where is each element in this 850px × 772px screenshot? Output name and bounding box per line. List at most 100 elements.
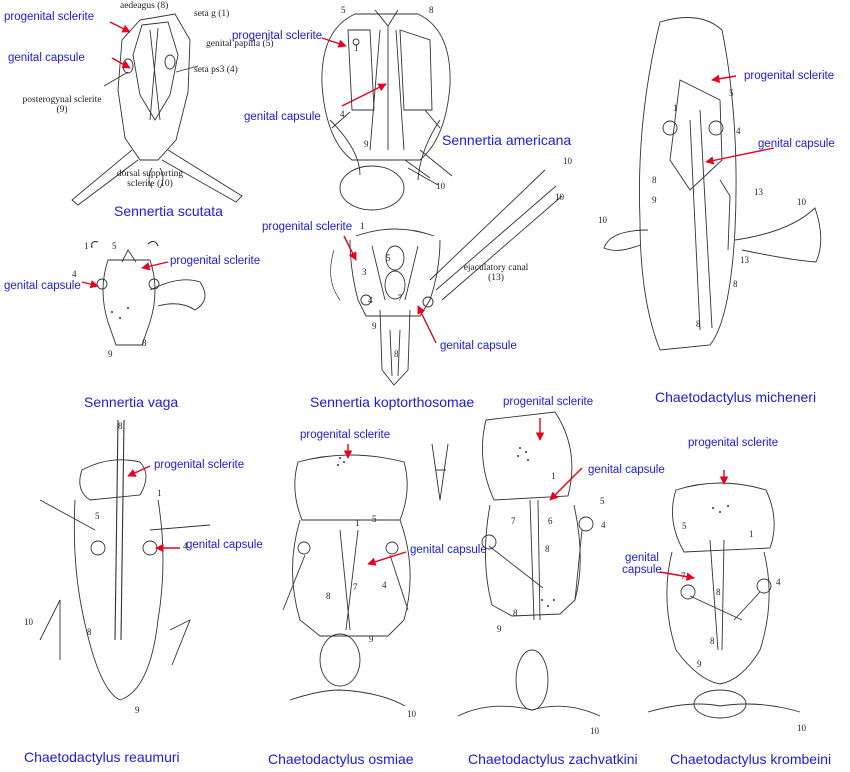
- part-number: 1: [360, 221, 365, 231]
- part-number: 9: [135, 705, 140, 715]
- label-genital-capsule: genital capsule: [244, 111, 321, 123]
- part-number: 10: [24, 617, 33, 627]
- drawing-chaetodactylus-reaumuri: [39, 419, 211, 701]
- drawing-chaetodactylus-osmiae: [282, 443, 449, 707]
- label-genital-capsule: genital capsule: [4, 280, 81, 292]
- part-number: 8: [394, 349, 399, 359]
- label-progenital-sclerite: progenital sclerite: [503, 396, 594, 408]
- label-genital-capsule: genital capsule: [8, 52, 85, 64]
- part-number: 8: [710, 636, 715, 646]
- part-number: 5: [95, 511, 100, 521]
- label-seta-ps3: seta ps3 (4): [194, 65, 238, 75]
- label-progenital-sclerite: progenital sclerite: [300, 429, 391, 441]
- label-genital-capsule: genital capsule: [440, 340, 517, 352]
- part-number: 8: [696, 319, 701, 329]
- part-number: 8: [142, 338, 147, 348]
- part-number: 4: [736, 126, 741, 136]
- drawing-sennertia-scutata: [71, 13, 243, 206]
- species-name: Chaetodactylus zachvatkini: [468, 751, 638, 767]
- drawing-sennertia-koptorthosomae: [330, 169, 563, 386]
- part-number: 1: [84, 241, 89, 251]
- species-name: Sennertia scutata: [114, 203, 223, 219]
- label-genital-capsule: genital capsule: [622, 552, 662, 576]
- species-name: Sennertia vaga: [84, 394, 179, 410]
- species-name: Sennertia americana: [442, 132, 572, 148]
- part-number: 9: [369, 634, 374, 644]
- label-progenital-sclerite: progenital sclerite: [744, 70, 835, 82]
- label-genital-papilla: genital papilla (5): [206, 39, 274, 49]
- part-number: 4: [368, 295, 373, 305]
- part-number: 9: [697, 659, 702, 669]
- pointer-arrows: [81, 21, 775, 581]
- part-number: 8: [326, 591, 331, 601]
- part-number: 4: [382, 580, 387, 590]
- part-number: 5: [341, 5, 346, 15]
- species-name: Sennertia koptorthosomae: [310, 394, 475, 410]
- part-number: 5: [386, 253, 391, 263]
- label-dorsal-supporting-sclerite: dorsal supporting sclerite (10): [116, 169, 184, 189]
- part-number: 5: [600, 496, 605, 506]
- part-number: 1: [354, 43, 359, 53]
- label-progenital-sclerite: progenital sclerite: [688, 437, 779, 449]
- part-number: 9: [652, 195, 657, 205]
- drawing-chaetodactylus-krombeini: [647, 482, 801, 719]
- part-number: 10: [797, 723, 806, 733]
- part-number: 10: [563, 156, 572, 166]
- label-genital-capsule: genital capsule: [186, 539, 263, 551]
- species-name: Chaetodactylus osmiae: [268, 751, 414, 767]
- part-number: 7: [681, 571, 686, 581]
- part-number: 10: [407, 709, 416, 719]
- part-number: 5: [729, 88, 734, 98]
- part-number: 8: [545, 544, 550, 554]
- part-number: 9: [108, 349, 113, 359]
- label-progenital-sclerite: progenital sclerite: [262, 221, 353, 233]
- part-number: 9: [364, 139, 369, 149]
- part-number: 4: [776, 577, 781, 587]
- part-number: 4: [601, 520, 606, 530]
- part-number: 4: [340, 109, 345, 119]
- part-number: 13: [740, 255, 749, 265]
- part-number: 13: [754, 187, 763, 197]
- label-genital-capsule: genital capsule: [410, 544, 487, 556]
- label-genital-capsule: genital capsule: [588, 464, 665, 476]
- part-number: 3: [362, 267, 367, 277]
- label-progenital-sclerite: progenital sclerite: [170, 255, 261, 267]
- part-number: 8: [513, 608, 518, 618]
- part-number: 10: [797, 197, 806, 207]
- label-genital-capsule: genital capsule: [758, 138, 835, 150]
- label-progenital-sclerite: progenital sclerite: [154, 459, 245, 471]
- stipple-dots: [111, 307, 729, 607]
- part-number: 7: [398, 293, 403, 303]
- part-number: 10: [598, 215, 607, 225]
- part-number: 1: [749, 529, 754, 539]
- part-number: 8: [733, 279, 738, 289]
- part-number: 7: [511, 516, 516, 526]
- part-number: 1: [355, 518, 360, 528]
- part-number: 9: [372, 321, 377, 331]
- drawing-chaetodactylus-micheneri: [603, 17, 822, 351]
- label-progenital-sclerite: progenital sclerite: [4, 11, 95, 23]
- label-ejaculatory-canal: ejaculatory canal (13): [463, 263, 529, 283]
- part-number: 5: [112, 241, 117, 251]
- part-number: 6: [548, 516, 553, 526]
- label-progenital-sclerite: progenital sclerite: [232, 30, 323, 42]
- label-seta-g: seta g (1): [194, 9, 230, 19]
- part-number: 7: [353, 582, 358, 592]
- part-number: 8: [118, 421, 123, 431]
- part-number: 10: [590, 726, 599, 736]
- drawing-sennertia-americana: [321, 9, 453, 211]
- drawing-chaetodactylus-zachvatkini: [457, 411, 601, 717]
- part-number: 8: [429, 5, 434, 15]
- label-aedeagus: aedeagus (8): [120, 1, 169, 11]
- label-posterogynal-sclerite: posterogynal sclerite (9): [22, 95, 102, 115]
- species-name: Chaetodactylus micheneri: [655, 389, 817, 405]
- part-number: 10: [436, 181, 445, 191]
- species-name: Chaetodactylus krombeini: [670, 751, 832, 767]
- part-number: 8: [87, 627, 92, 637]
- part-number: 8: [652, 175, 657, 185]
- part-number: 1: [157, 488, 162, 498]
- part-number: 9: [497, 624, 502, 634]
- part-number: 1: [673, 103, 678, 113]
